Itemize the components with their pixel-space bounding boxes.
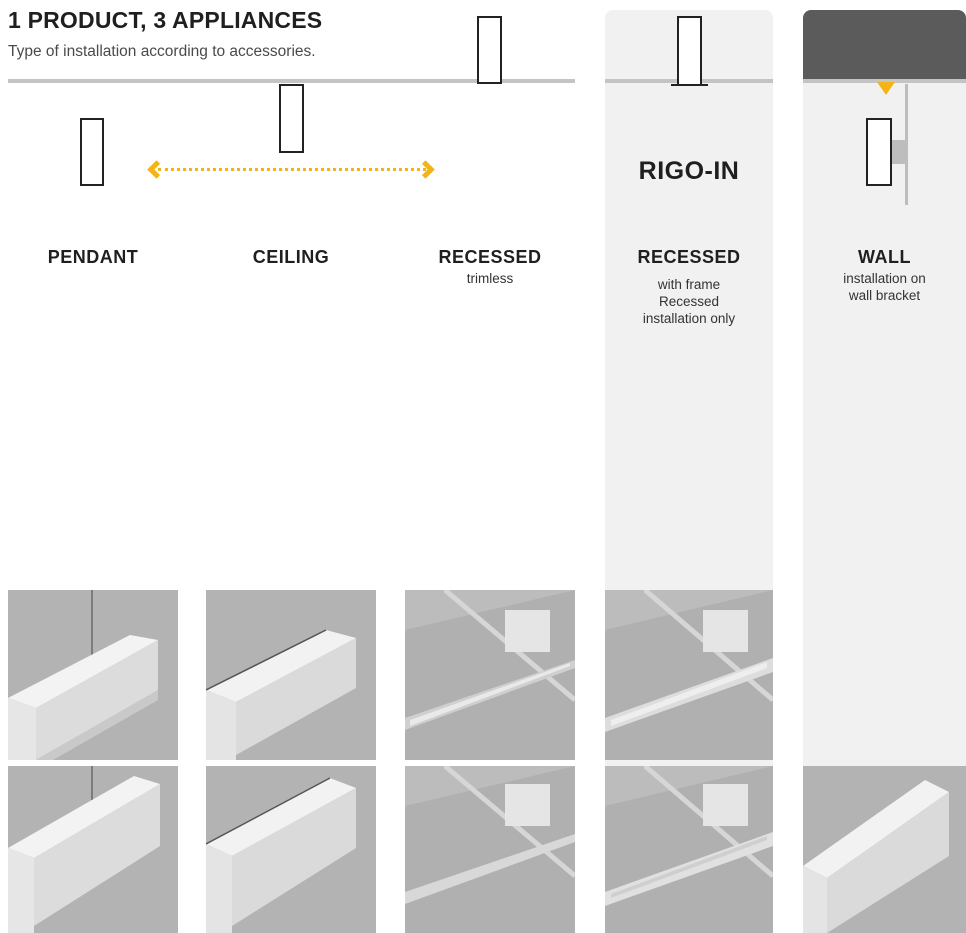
ceiling-line-main xyxy=(8,79,575,83)
label-wall: WALL xyxy=(858,247,911,267)
photo-ceiling-1 xyxy=(206,590,376,760)
sublabel-rigo-in-1: with frame xyxy=(657,277,721,292)
page-subtitle: Type of installation according to access… xyxy=(8,43,316,60)
label-pendant: PENDANT xyxy=(47,247,139,267)
photo-pendant-2 xyxy=(8,766,178,933)
photo-rigo-in-1 xyxy=(605,590,773,760)
page-title: 1 PRODUCT, 3 APPLIANCES xyxy=(8,7,323,33)
sublabel-rigo-in-2: Recessed xyxy=(658,294,720,309)
photo-pendant-1 xyxy=(8,590,178,760)
rigo-in-brand: RIGO-IN xyxy=(638,157,740,185)
sublabel-rigo-in-3: installation only xyxy=(642,311,736,326)
label-ceiling: CEILING xyxy=(252,247,330,267)
photo-ceiling-2 xyxy=(206,766,376,933)
rigo-in-fixture-icon xyxy=(677,16,702,86)
photo-rigo-in-2 xyxy=(605,766,773,933)
ceiling-fixture-icon xyxy=(279,84,304,153)
double-arrow-icon xyxy=(147,158,436,182)
ceiling-line-wall xyxy=(803,79,966,83)
wall-bracket-icon xyxy=(905,84,908,205)
label-recessed: RECESSED xyxy=(438,247,542,267)
pendant-fixture-icon xyxy=(80,118,104,186)
label-rigo-in-recessed: RECESSED xyxy=(637,247,741,267)
photo-wall-1 xyxy=(803,766,966,933)
wall-bracket-arm xyxy=(891,140,905,164)
recessed-fixture-icon xyxy=(477,16,502,84)
sublabel-wall-2: wall bracket xyxy=(848,288,921,303)
sublabel-recessed: trimless xyxy=(466,271,514,286)
rigo-in-frame-icon xyxy=(671,84,708,86)
mount-indicator-icon xyxy=(877,82,895,95)
photo-recessed-2 xyxy=(405,766,575,933)
wall-fixture-icon xyxy=(866,118,892,186)
sublabel-wall-1: installation on xyxy=(843,271,926,286)
wall-panel-header xyxy=(803,10,966,80)
photo-recessed-1 xyxy=(405,590,575,760)
